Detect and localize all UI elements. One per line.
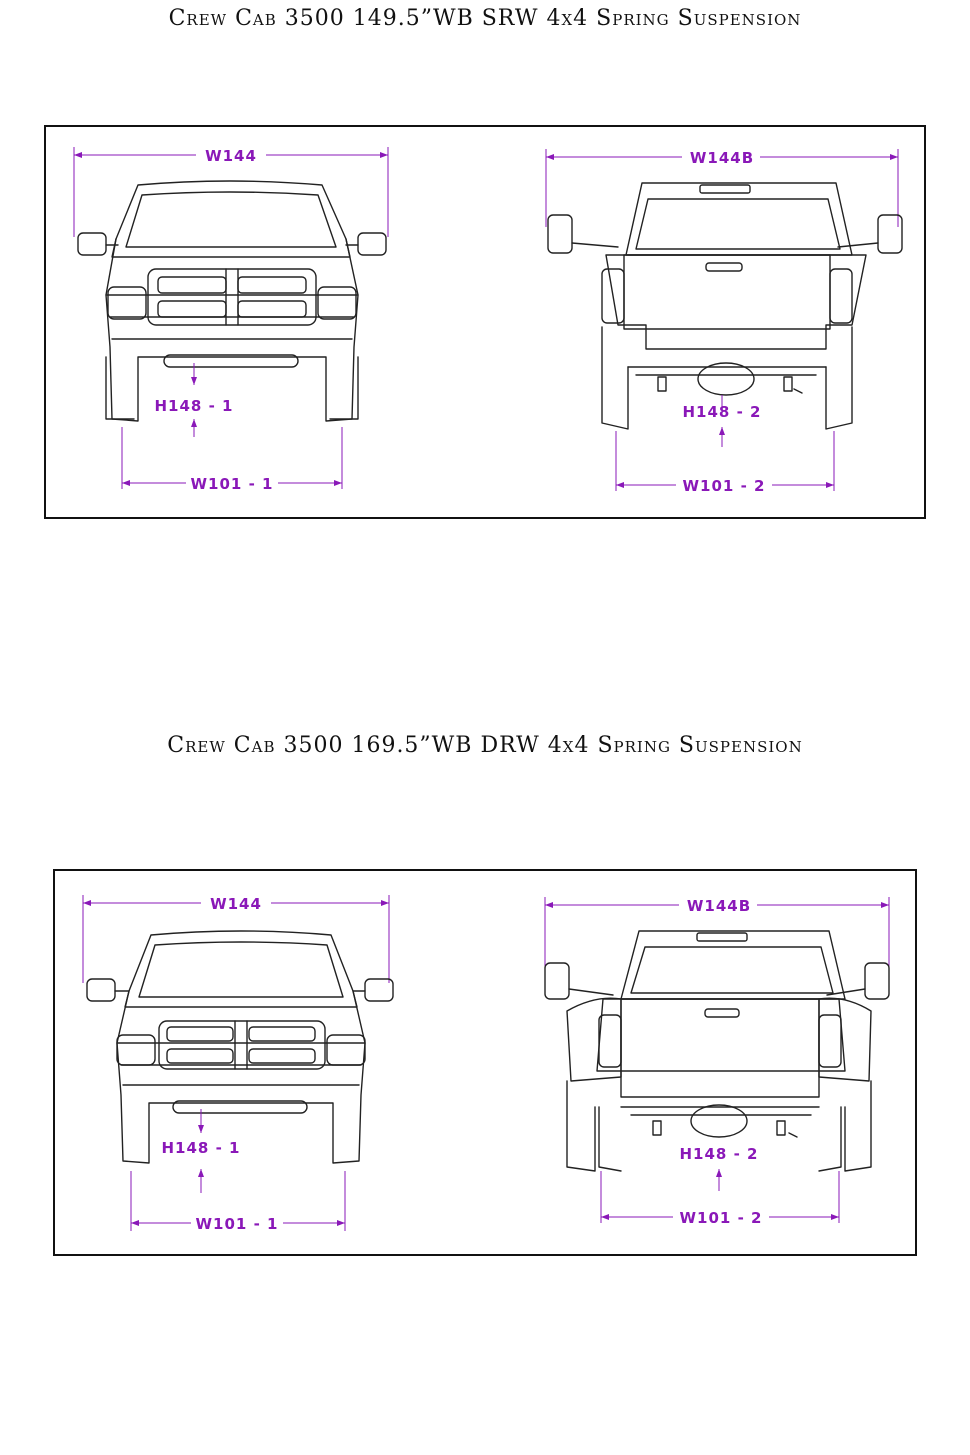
front-track-label: W101 - 1 bbox=[196, 1215, 279, 1233]
rear-view-drw: W144B bbox=[544, 895, 890, 1227]
rear-truck-outline bbox=[544, 930, 890, 1172]
diagram-2-drawing: W144 bbox=[82, 893, 890, 1233]
front-view-srw: W144 bbox=[73, 145, 389, 493]
rear-truck-outline bbox=[547, 182, 903, 430]
diagram-2-title: Crew Cab 3500 169.5”WB DRW 4x4 Spring Su… bbox=[167, 733, 803, 758]
rear-view-srw: W144B H14 bbox=[545, 147, 903, 495]
diagram-2-panel: W144 bbox=[53, 869, 917, 1256]
diagram-1-panel: W144 bbox=[44, 125, 926, 519]
rear-track-label: W101 - 2 bbox=[680, 1209, 763, 1227]
front-truck-outline bbox=[77, 180, 387, 422]
front-height-label: H148 - 1 bbox=[155, 397, 234, 415]
front-width-label: W144 bbox=[210, 895, 262, 913]
diagram-1-drawing: W144 bbox=[73, 145, 903, 495]
rear-height-label: H148 - 2 bbox=[680, 1145, 759, 1163]
front-track-label: W101 - 1 bbox=[191, 475, 274, 493]
front-height-label: H148 - 1 bbox=[162, 1139, 241, 1157]
rear-height-label: H148 - 2 bbox=[683, 403, 762, 421]
diagram-1-title: Crew Cab 3500 149.5”WB SRW 4x4 Spring Su… bbox=[168, 6, 802, 31]
front-view-drw: W144 bbox=[82, 893, 394, 1233]
front-truck-outline bbox=[86, 930, 394, 1164]
rear-width-label: W144B bbox=[687, 897, 751, 915]
rear-track-label: W101 - 2 bbox=[683, 477, 766, 495]
rear-width-label: W144B bbox=[690, 149, 754, 167]
front-width-label: W144 bbox=[205, 147, 257, 165]
